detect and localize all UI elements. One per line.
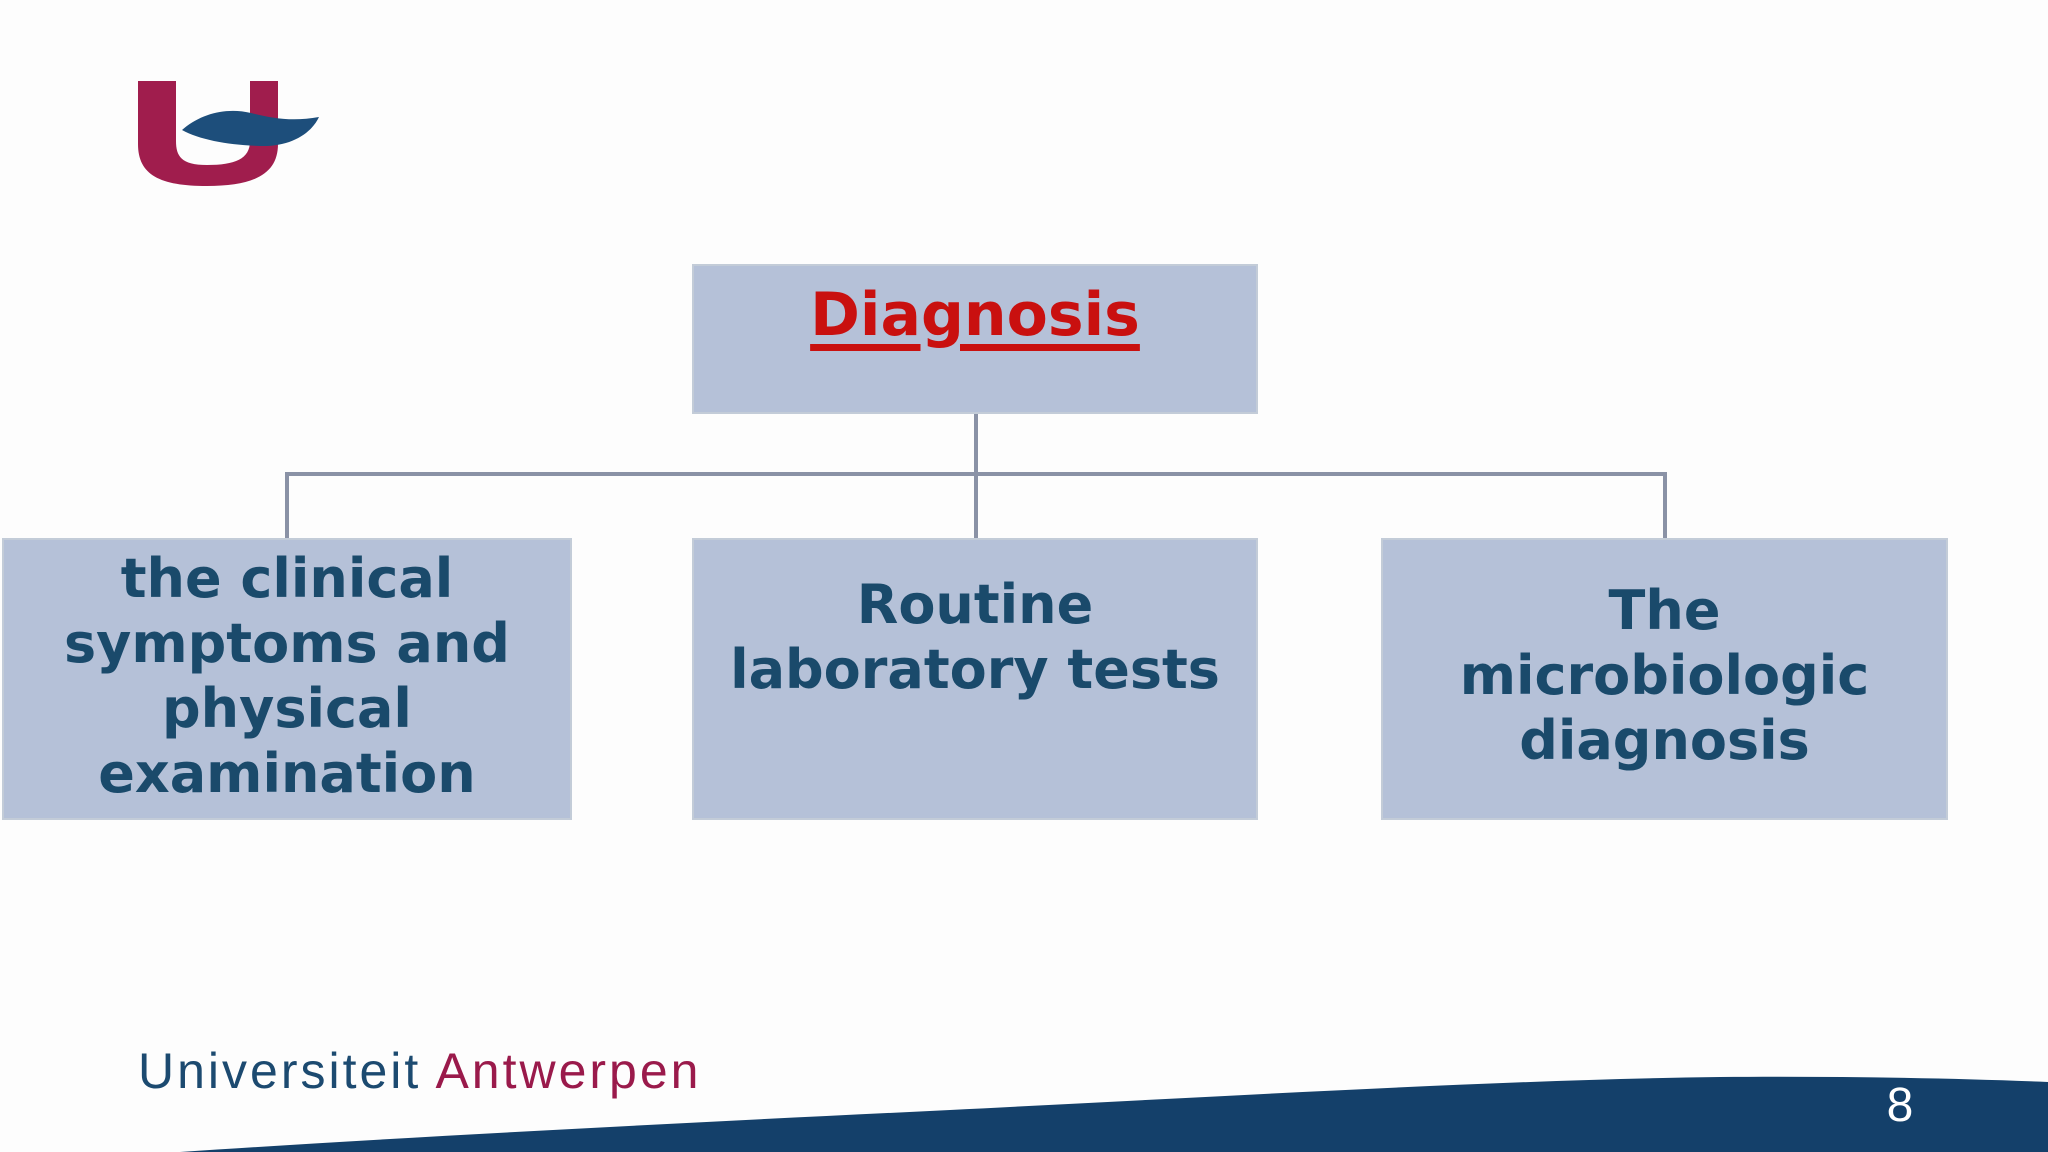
diagram-child-box-routine-lab-tests: Routine laboratory tests	[692, 538, 1258, 820]
connector-middle-vertical	[974, 472, 978, 538]
footer-wave-shape	[180, 1076, 2048, 1152]
logo-u-shape	[138, 81, 278, 186]
diagram-root-box: Diagnosis	[692, 264, 1258, 414]
university-logo	[138, 81, 319, 186]
diagram-child-box-clinical-symptoms: the clinical symptoms and physical exami…	[2, 538, 572, 820]
child-3-line-1: The	[1608, 579, 1721, 642]
wordmark-universiteit: Universiteit	[138, 1043, 436, 1099]
footer-wave	[180, 1076, 2048, 1152]
connector-right-vertical	[1663, 472, 1667, 538]
child-2-line-2: laboratory tests	[730, 638, 1220, 701]
diagram-root-label: Diagnosis	[810, 280, 1140, 350]
child-3-line-2: microbiologic	[1459, 644, 1870, 707]
connector-root-vertical	[974, 414, 978, 474]
child-1-line-1: the clinical	[120, 547, 454, 610]
footer-wordmark: Universiteit Antwerpen	[138, 1042, 701, 1100]
child-1-line-4: examination	[98, 742, 476, 805]
child-1-line-3: physical	[162, 677, 412, 740]
child-1-line-2: symptoms and	[64, 612, 510, 675]
diagram-child-box-microbiologic-diagnosis: The microbiologic diagnosis	[1381, 538, 1948, 820]
page-number: 8	[1886, 1079, 1914, 1132]
child-3-line-3: diagnosis	[1519, 709, 1810, 772]
connector-left-vertical	[285, 472, 289, 538]
wordmark-antwerpen: Antwerpen	[435, 1043, 702, 1099]
child-2-line-1: Routine	[856, 573, 1094, 636]
logo-swoosh-icon	[182, 110, 319, 147]
